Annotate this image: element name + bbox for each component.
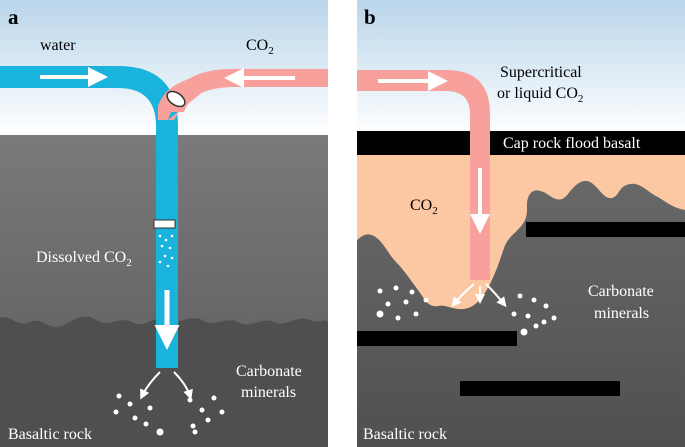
co2-plume bbox=[357, 155, 685, 310]
carbonate-label-a-line1: Carbonate bbox=[236, 363, 302, 380]
cap-rock-layer bbox=[357, 131, 685, 155]
cap-rock-label: Cap rock flood basalt bbox=[503, 135, 641, 152]
water-label: water bbox=[40, 37, 76, 54]
dissolved-co2-label: Dissolved CO2 bbox=[36, 249, 132, 269]
carbonate-label-b-line2: minerals bbox=[594, 305, 649, 322]
carbonate-label-b-line1: Carbonate bbox=[588, 283, 654, 300]
mixing-chamber bbox=[153, 219, 176, 229]
sill-layer-middle bbox=[357, 331, 517, 346]
panel-b-sky bbox=[357, 0, 685, 135]
panel-a: a water CO2 Dissolved CO2 Carbonate mine… bbox=[0, 0, 328, 447]
panel-b-letter: b bbox=[364, 5, 376, 29]
dispersal-arrow-b-right bbox=[485, 283, 507, 308]
panel-a-letter: a bbox=[8, 5, 19, 29]
supercritical-label-line2: or liquid CO2 bbox=[497, 85, 583, 105]
panel-b: b Supercritical or liquid CO2 Cap rock f… bbox=[357, 0, 685, 447]
supercritical-label-line1: Supercritical bbox=[500, 64, 582, 81]
panel-a-dark-basalt bbox=[0, 316, 328, 447]
co2-label-b: CO2 bbox=[410, 197, 438, 217]
carbonate-mineral-dots-b bbox=[376, 285, 557, 336]
dispersal-arrow-b-left bbox=[451, 283, 475, 308]
basaltic-rock-label-b: Basaltic rock bbox=[363, 426, 447, 443]
dispersal-arrow-right bbox=[173, 371, 193, 400]
dissolved-bubbles bbox=[158, 234, 174, 268]
co2-label-a: CO2 bbox=[246, 37, 274, 57]
basaltic-rock-label-a: Basaltic rock bbox=[8, 426, 92, 443]
sill-layer-lower bbox=[460, 381, 620, 396]
valve-icon bbox=[166, 90, 186, 108]
dispersal-arrow-left bbox=[140, 371, 161, 400]
co2-pipe-b bbox=[357, 70, 490, 280]
sill-layer-upper bbox=[526, 222, 685, 237]
carbonate-label-a-line2: minerals bbox=[241, 384, 296, 401]
carbonate-mineral-dots-a bbox=[113, 393, 225, 436]
